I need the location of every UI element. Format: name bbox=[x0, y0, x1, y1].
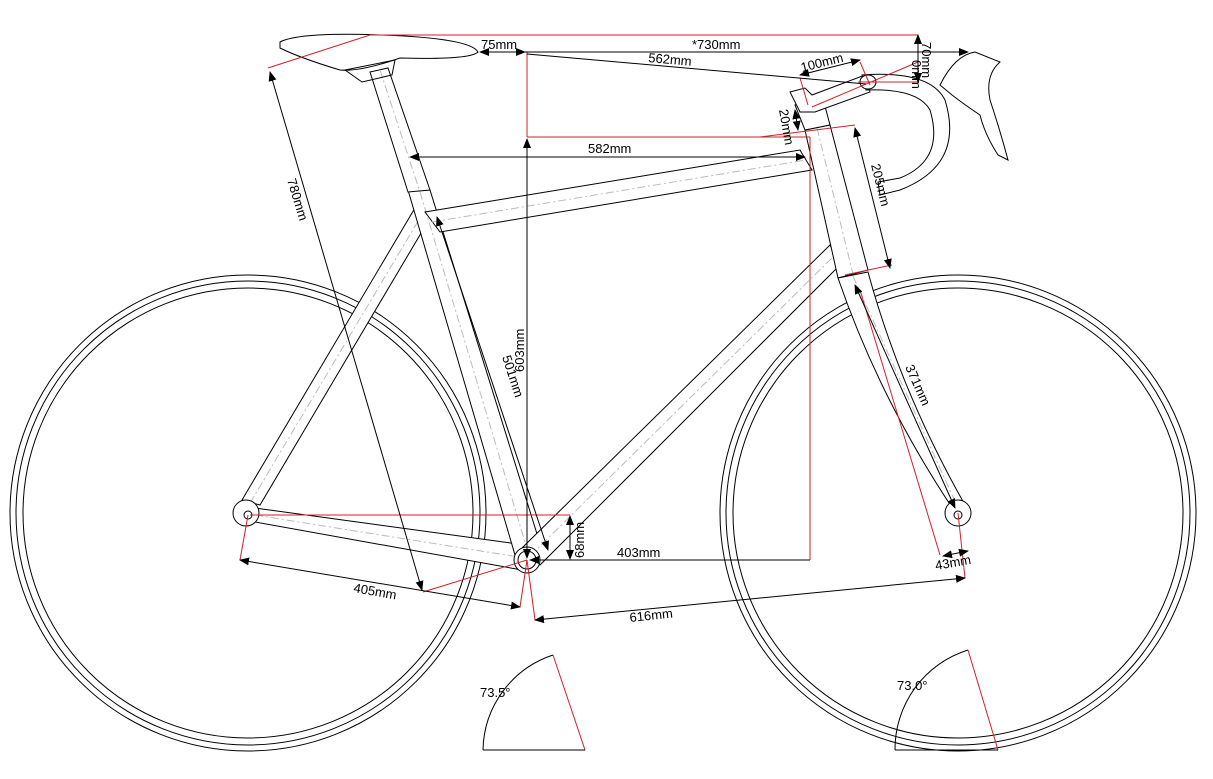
label-stem-length: 100mm bbox=[799, 50, 845, 75]
label-spacer: 20mm bbox=[776, 108, 797, 146]
label-reach-total: *730mm bbox=[692, 37, 740, 52]
chainstay bbox=[254, 507, 526, 571]
top-tube bbox=[424, 149, 813, 233]
label-setback: 75mm bbox=[481, 37, 517, 52]
frame bbox=[232, 33, 1009, 574]
label-top-tube: 582mm bbox=[588, 141, 631, 156]
seat-stay bbox=[241, 207, 431, 506]
head-angle-wedge bbox=[894, 649, 998, 751]
dimension-lines bbox=[239, 34, 969, 624]
head-tube bbox=[804, 124, 869, 279]
saddle bbox=[279, 33, 479, 71]
fork bbox=[837, 271, 966, 513]
seat-angle-wedge bbox=[482, 654, 585, 751]
label-front-center: 616mm bbox=[629, 606, 674, 625]
brake-lever bbox=[939, 51, 1009, 161]
label-drop-70: 70mm bbox=[919, 42, 934, 78]
label-front-center-horiz: 403mm bbox=[617, 545, 660, 560]
dimension-labels: 780mm *730mm 75mm 562mm 100mm 0mm 70mm 2… bbox=[284, 37, 972, 700]
label-drop-0: 0mm bbox=[909, 60, 924, 89]
label-bb-drop: 68mm bbox=[572, 522, 587, 558]
label-fork-offset: 43mm bbox=[934, 552, 972, 573]
front-wheel bbox=[719, 274, 1197, 752]
rear-dropout bbox=[232, 499, 260, 527]
label-head-angle: 73.0° bbox=[897, 678, 928, 693]
label-seat-angle: 73.5° bbox=[480, 685, 511, 700]
label-stack: 603mm bbox=[512, 329, 527, 372]
label-chainstay: 405mm bbox=[352, 580, 397, 602]
seat-post bbox=[369, 67, 431, 193]
label-saddle-to-bar: 562mm bbox=[648, 50, 693, 69]
